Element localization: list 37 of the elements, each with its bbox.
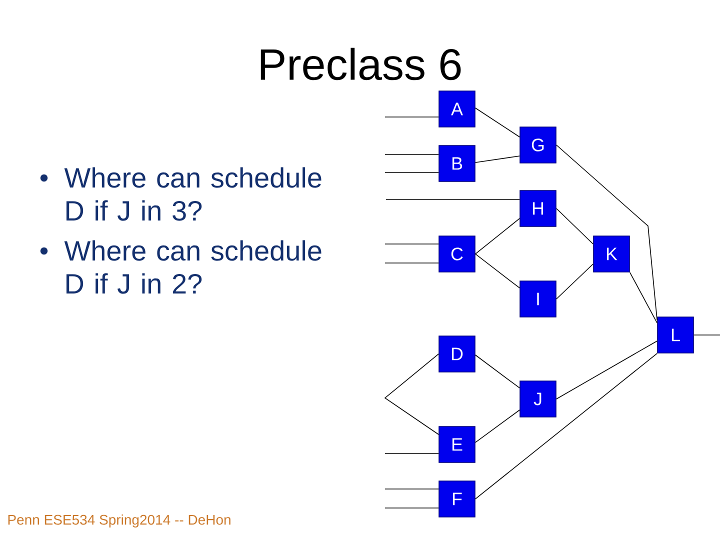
connector-line <box>475 353 658 500</box>
connector-line <box>556 208 594 244</box>
letter-box: C <box>438 236 476 272</box>
letter-box: I <box>520 280 556 318</box>
connector-line <box>475 218 520 254</box>
letter-box: A <box>438 90 476 128</box>
connector-line <box>475 254 520 288</box>
letter-box: K <box>593 236 630 272</box>
slide-title: Preclass 6 <box>260 48 461 80</box>
input-line <box>384 453 439 454</box>
input-line <box>384 154 439 155</box>
bullet-text: Where can schedule D if J in 2? <box>64 240 322 294</box>
letter-box: H <box>520 190 556 227</box>
letter-box: G <box>520 126 556 164</box>
output-line <box>694 334 720 336</box>
letter-box: D <box>438 336 476 372</box>
connector-line <box>475 354 520 388</box>
connector-line <box>630 272 658 324</box>
connector-line <box>475 108 520 138</box>
footer-text: Penn ESE534 Spring2014 -- DeHon <box>8 514 230 528</box>
connector-line <box>556 340 658 400</box>
connector-line <box>475 156 520 163</box>
bullet-text: Where can schedule D if J in 3? <box>64 167 322 221</box>
letter-box: B <box>438 145 476 182</box>
connector-line <box>475 410 520 443</box>
letter-box: E <box>438 426 476 463</box>
letter-box: F <box>438 480 476 518</box>
input-line <box>386 199 520 200</box>
input-line <box>384 116 439 118</box>
input-line <box>384 262 439 264</box>
connector-line <box>384 354 439 435</box>
connector-line <box>556 144 658 320</box>
input-line <box>384 488 439 490</box>
letter-box: J <box>520 380 556 418</box>
letter-box: L <box>657 316 694 354</box>
connector-line <box>556 264 594 300</box>
input-line <box>384 172 439 173</box>
